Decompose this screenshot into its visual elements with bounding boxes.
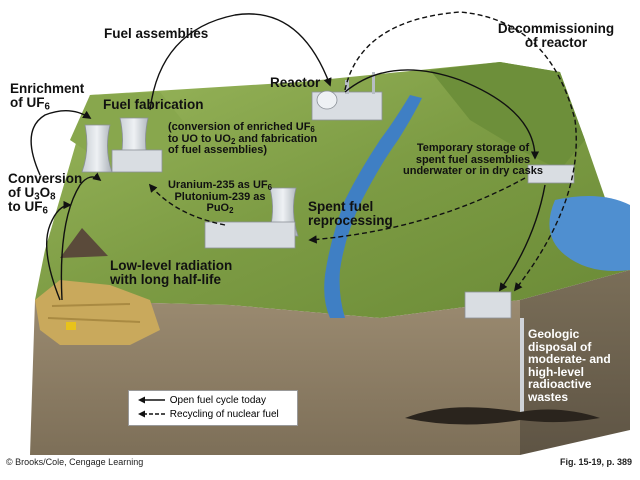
arrow-reactor-storage bbox=[344, 69, 540, 160]
reactor-building-icon bbox=[311, 72, 383, 121]
label-enrichment: Enrichment of UF6 bbox=[10, 81, 85, 113]
decommissioning-line-1: Decommissioning bbox=[497, 21, 615, 36]
arrow-enrichment bbox=[30, 110, 92, 176]
arrow-fuel-assemblies bbox=[149, 13, 332, 111]
label-geologic-disposal: Geologic disposal of moderate- and high-… bbox=[528, 328, 611, 404]
ore-pile bbox=[60, 228, 108, 258]
geologic-line-6: wastes bbox=[528, 389, 569, 404]
storage-line-1: Temporary storage of bbox=[416, 142, 530, 154]
river bbox=[324, 95, 422, 318]
label-conversion-enriched: (conversion of enriched UF6 to UO to UO2… bbox=[168, 121, 318, 157]
reprocessing-plant-icon bbox=[204, 187, 299, 249]
label-fuel-assemblies: Fuel assemblies bbox=[104, 26, 209, 41]
geologic-line-4: high-level bbox=[528, 364, 585, 379]
puo2-line: PuO2 bbox=[206, 202, 234, 216]
enrichment-line-2: of UF6 bbox=[10, 95, 50, 113]
label-low-level: Low-level radiation with long half-life bbox=[110, 258, 233, 288]
repository-building-icon bbox=[464, 291, 512, 319]
decommissioning-line-2: of reactor bbox=[524, 35, 588, 51]
figure-reference: Fig. 15-19, p. 389 bbox=[559, 457, 632, 467]
geologic-line-5: radioactive bbox=[528, 377, 592, 392]
repository-shaft bbox=[520, 318, 524, 414]
hill-right bbox=[430, 62, 585, 170]
arrow-storage-reprocessing bbox=[308, 177, 526, 244]
fabrication-plant-icon bbox=[81, 117, 163, 173]
soil-right bbox=[520, 270, 630, 455]
loader-icon bbox=[66, 322, 76, 330]
enrichment-line-1: Enrichment bbox=[10, 81, 85, 96]
solid-arrow-icon bbox=[138, 396, 165, 404]
storage-line-3: underwater or in dry casks bbox=[403, 165, 543, 178]
dashed-arrow-icon bbox=[138, 410, 165, 418]
conversion-line-1: (conversion of enriched UF6 bbox=[168, 121, 315, 134]
label-uranium-plutonium: Uranium-235 as UF6 Plutonium-239 as PuO2 bbox=[160, 179, 280, 216]
storage-building-icon bbox=[527, 164, 575, 184]
spent-fuel-line-2: reprocessing bbox=[308, 213, 393, 229]
label-decommissioning: Decommissioning of reactor bbox=[486, 21, 626, 51]
arrow-reprocessing-fabrication bbox=[148, 183, 226, 226]
low-level-line-2: with long half-life bbox=[110, 272, 221, 288]
credit-line: © Brooks/Cole, Cengage Learning bbox=[6, 457, 144, 467]
uranium-line: Uranium-235 as UF6 bbox=[167, 179, 273, 192]
u3o8-line-2: of U3O8 bbox=[8, 185, 56, 203]
low-level-line-1: Low-level radiation bbox=[110, 258, 233, 273]
label-reactor: Reactor bbox=[270, 75, 321, 90]
label-temporary-storage: Temporary storage of spent fuel assembli… bbox=[398, 142, 548, 178]
geologic-line-2: disposal of bbox=[528, 339, 592, 354]
repository-tunnels bbox=[405, 407, 600, 425]
arrow-ore bbox=[60, 172, 102, 301]
lake bbox=[549, 196, 630, 271]
geologic-line-3: moderate- and bbox=[528, 352, 611, 367]
legend-open-cycle: Open fuel cycle today bbox=[137, 395, 266, 406]
label-spent-fuel-reprocessing: Spent fuel reprocessing bbox=[308, 199, 393, 229]
legend-open-cycle-label: Open fuel cycle today bbox=[169, 395, 266, 406]
storage-line-2: spent fuel assemblies bbox=[415, 153, 531, 166]
u3o8-line-3: to UF6 bbox=[8, 199, 48, 217]
legend-recycling-label: Recycling of nuclear fuel bbox=[169, 409, 279, 420]
geologic-line-1: Geologic bbox=[528, 327, 580, 341]
conversion-line-2: to UO to UO2 and fabrication bbox=[168, 132, 318, 146]
spent-fuel-line-1: Spent fuel bbox=[308, 199, 374, 214]
arrow-conversion bbox=[45, 200, 72, 301]
arrow-storage-repository bbox=[499, 184, 546, 292]
u3o8-line-1: Conversion bbox=[8, 171, 83, 186]
label-conversion-u3o8: Conversion of U3O8 to UF6 bbox=[8, 171, 83, 217]
legend: Open fuel cycle today Recycling of nucle… bbox=[128, 390, 298, 426]
conversion-line-3: of fuel assemblies) bbox=[168, 144, 268, 157]
plutonium-line: Plutonium-239 as bbox=[174, 190, 266, 203]
label-fuel-fabrication: Fuel fabrication bbox=[103, 97, 204, 112]
legend-recycling: Recycling of nuclear fuel bbox=[137, 409, 279, 420]
